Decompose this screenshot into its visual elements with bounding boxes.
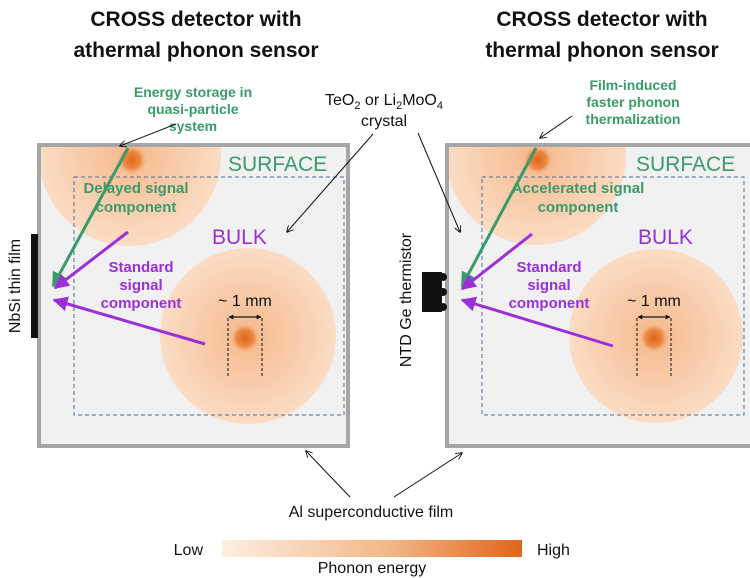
left-title-line1: CROSS detector with [90,8,301,31]
left-note-pointer [120,123,177,146]
right-sensor-label: NTD Ge thermistor [398,232,415,367]
left-top-note-line2: quasi-particle [147,101,238,117]
left-title-line2: athermal phonon sensor [73,39,318,62]
left-top-note-line1: Energy storage in [134,84,252,100]
right-purple-arrow-lower [460,296,614,348]
phonon-energy-legend: Low High Phonon energy [174,540,570,577]
left-delayed-label-line2: component [96,199,177,216]
left-sensor-label: NbSi thin film [7,239,24,333]
right-bulk-boundary [481,176,745,416]
right-purple-arrow-upper [460,232,533,291]
right-scale-label: ~ 1 mm [627,293,681,310]
right-top-note-line3: thermalization [586,111,681,127]
left-green-arrow [51,147,130,288]
right-green-arrow [460,147,538,288]
film-note: Al superconductive film [289,504,454,521]
left-purple-arrow-lower [52,296,206,346]
right-title-line2: thermal phonon sensor [485,39,718,62]
left-purple-arrow-upper [53,230,129,290]
left-bulk-hotspot [229,322,261,354]
film-pointer-right [393,453,462,498]
right-accelerated-label-line1: Accelerated signal [512,180,645,197]
film-pointer-left [306,451,351,498]
right-top-note-line1: Film-induced [589,77,676,93]
left-scale-label: ~ 1 mm [218,293,272,310]
crystal-note-line1: TeO2 or Li2MoO4 [325,92,443,112]
left-panel: CROSS detector with athermal phonon sens… [7,8,350,448]
crystal-pointer-right [417,132,460,232]
right-surface-blob [449,147,626,245]
right-title-line1: CROSS detector with [496,8,707,31]
right-accelerated-label-line2: component [538,199,619,216]
crystal-note: TeO2 or Li2MoO4 crystal [325,92,443,130]
legend-low-label: Low [174,542,204,559]
right-standard-label-line2: signal [527,277,570,294]
left-surface-label: SURFACE [228,153,327,176]
left-standard-label-line2: signal [119,277,162,294]
right-note-pointer [540,115,573,138]
legend-caption: Phonon energy [318,560,427,577]
right-standard-label-line3: component [509,295,590,312]
right-bulk-label: BULK [638,226,693,249]
left-nbsi-film [31,234,38,338]
left-standard-label-line3: component [101,295,182,312]
right-bulk-hotspot [638,322,670,354]
crystal-pointer-left [287,133,374,232]
left-delayed-label-line1: Delayed signal [83,180,188,197]
right-top-note-line2: faster phonon [586,94,679,110]
left-surface-blob [41,147,221,246]
right-ntd-thermistor [422,272,447,312]
right-standard-label-line1: Standard [516,259,581,276]
legend-high-label: High [537,542,570,559]
legend-gradient-bar [222,540,522,557]
left-standard-label-line1: Standard [108,259,173,276]
right-panel: CROSS detector with thermal phonon senso… [398,8,750,448]
left-top-note-line3: system [169,118,217,134]
left-bulk-label: BULK [212,226,267,249]
right-surface-hotspot [522,147,554,176]
crystal-note-line2: crystal [361,113,407,130]
left-bulk-boundary [73,176,345,416]
right-surface-label: SURFACE [636,153,735,176]
